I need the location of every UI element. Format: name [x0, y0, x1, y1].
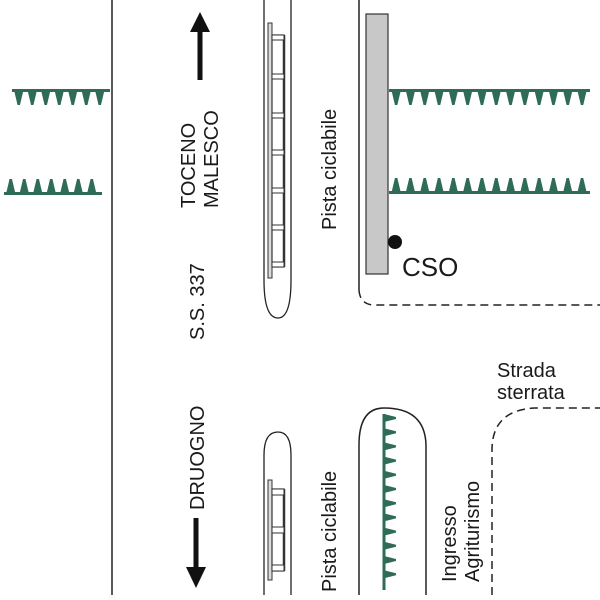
hedge-base: [389, 191, 590, 194]
north-arrow-icon: [190, 12, 210, 80]
shelter-bar: [271, 187, 285, 194]
shelter-bar: [271, 73, 285, 80]
tree-icon: [59, 179, 70, 195]
south-arrow-icon: [186, 518, 206, 588]
road-name-label: S.S. 337: [187, 263, 209, 340]
bike-path-label-top: Pista ciclabile: [319, 109, 341, 230]
bus-shelter-bottom: [267, 479, 286, 581]
tree-icon: [32, 179, 43, 195]
shelter-bar: [271, 149, 285, 156]
tree-icon: [462, 178, 473, 194]
tree-icon: [534, 89, 545, 105]
tree-icon: [419, 178, 430, 194]
tree-icon: [13, 89, 24, 105]
tree-icon: [46, 179, 57, 195]
entrance-label-line1: Ingresso: [439, 505, 461, 582]
hedge-right-bottom: [389, 178, 590, 194]
tree-icon: [384, 570, 396, 579]
tree-icon: [405, 178, 416, 194]
hedge-left-bottom: [4, 179, 102, 195]
tree-icon: [519, 178, 530, 194]
tree-icon: [491, 178, 502, 194]
tree-icon: [384, 470, 396, 479]
tree-icon: [384, 541, 396, 550]
dirt-road-label-line1: Strada: [497, 360, 557, 382]
tree-icon: [384, 513, 396, 522]
hedge-right-top: [389, 89, 590, 105]
median-island-bottom: [263, 431, 292, 595]
tree-icon: [86, 179, 97, 195]
tree-icon: [577, 178, 588, 194]
tree-icon: [384, 556, 396, 564]
cso-marker-icon: [388, 235, 402, 249]
tree-icon: [562, 89, 573, 105]
platform: [365, 13, 389, 275]
tree-icon: [94, 89, 105, 105]
tree-icon: [384, 414, 396, 422]
tree-icon: [384, 428, 396, 437]
median-island-top: [263, 0, 292, 319]
tree-icon: [476, 178, 487, 194]
tree-icon: [548, 178, 559, 194]
tree-icon: [384, 485, 396, 493]
tree-icon: [5, 179, 16, 195]
tree-icon: [434, 89, 445, 105]
tree-icon: [27, 89, 38, 105]
tree-icon: [19, 179, 30, 195]
dirt-road-label-line2: sterrata: [497, 382, 566, 404]
dashed-boundary-dirt-road: [491, 407, 600, 595]
hedge-left-top: [12, 89, 110, 105]
tree-icon: [405, 89, 416, 105]
tree-icon: [384, 527, 396, 536]
island-bottom-right: [358, 407, 427, 595]
entrance-label-line2: Agriturismo: [462, 481, 484, 582]
toceno-label: TOCENO: [178, 123, 200, 208]
tree-icon: [577, 89, 588, 105]
tree-icon: [476, 89, 487, 105]
dashed-boundary-top: [358, 289, 600, 306]
tree-icon: [384, 499, 396, 508]
tree-icon: [505, 89, 516, 105]
tree-icon: [519, 89, 530, 105]
tree-icon: [448, 89, 459, 105]
bike-path-label-bottom: Pista ciclabile: [319, 471, 341, 592]
hedge-base: [389, 89, 590, 92]
tree-icon: [73, 179, 84, 195]
druogno-label: DRUOGNO: [187, 406, 209, 510]
bus-shelter-top: [267, 22, 286, 279]
tree-icon: [548, 89, 559, 105]
tree-icon: [391, 89, 402, 105]
malesco-label: MALESCO: [201, 110, 223, 208]
tree-icon: [391, 178, 402, 194]
shelter-bar: [271, 224, 285, 231]
tree-icon: [384, 442, 396, 451]
tree-icon: [81, 89, 92, 105]
hedge-island-vertical: [382, 414, 396, 590]
shelter-bar: [271, 261, 285, 268]
cso-label: CSO: [402, 252, 458, 282]
tree-icon: [505, 178, 516, 194]
tree-icon: [67, 89, 78, 105]
tree-icon: [562, 178, 573, 194]
tree-icon: [462, 89, 473, 105]
tree-icon: [491, 89, 502, 105]
shelter-bar: [271, 112, 285, 119]
tree-icon: [54, 89, 65, 105]
shelter-bar: [271, 34, 285, 41]
tree-icon: [384, 456, 396, 465]
tree-icon: [40, 89, 51, 105]
tree-icon: [448, 178, 459, 194]
tree-icon: [434, 178, 445, 194]
tree-icon: [534, 178, 545, 194]
tree-icon: [419, 89, 430, 105]
